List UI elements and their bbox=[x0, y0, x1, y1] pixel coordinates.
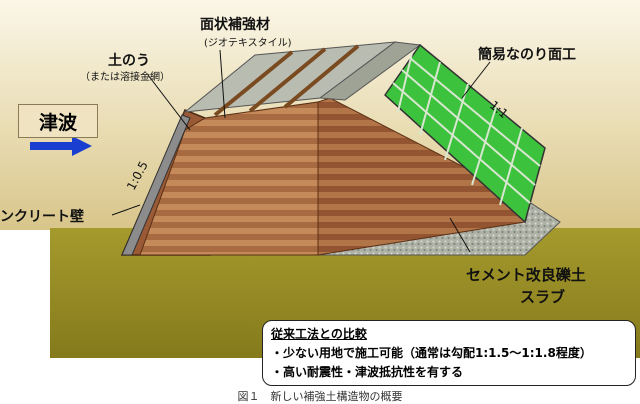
concrete-wall bbox=[121, 114, 191, 256]
slope-grid-lines bbox=[392, 52, 541, 206]
facing-material-sub-label: (ジオテキスタイル) bbox=[204, 38, 292, 49]
simple-slope-label: 簡易なのり面工 bbox=[478, 47, 576, 63]
geotextile-strip-2 bbox=[248, 47, 327, 113]
concrete-wall-label: ンクリート壁 bbox=[0, 209, 84, 225]
sandbag-label: 土のう bbox=[108, 53, 150, 69]
cement-slab-label-1: セメント改良礫土 bbox=[466, 266, 586, 284]
sandbag-sub-label: （または溶接金網） bbox=[80, 72, 170, 83]
facing-material-label: 面状補強材 bbox=[200, 17, 270, 33]
tsunami-arrow bbox=[30, 136, 92, 156]
comparison-item: ・少ない用地で施工可能（通常は勾配1:1.5～1:1.8程度） bbox=[271, 346, 592, 360]
figure-caption: 図１ 新しい補強土構造物の概要 bbox=[237, 390, 403, 403]
geotextile-strip-1 bbox=[213, 50, 294, 117]
comparison-box: 従来工法との比較 ・少ない用地で施工可能（通常は勾配1:1.5～1:1.8程度）… bbox=[262, 320, 636, 386]
tsunami-label: 津波 bbox=[18, 104, 98, 138]
comparison-item: ・高い耐震性・津波抵抗性を有する bbox=[271, 365, 464, 379]
leader-lines bbox=[111, 49, 491, 253]
cement-slab-label-2: スラブ bbox=[520, 288, 566, 306]
reinforced-earth-body bbox=[139, 101, 319, 256]
comparison-title: 従来工法との比較 bbox=[271, 327, 367, 341]
geotextile-strip-3 bbox=[283, 44, 360, 109]
reinforced-earth-side bbox=[317, 97, 526, 256]
